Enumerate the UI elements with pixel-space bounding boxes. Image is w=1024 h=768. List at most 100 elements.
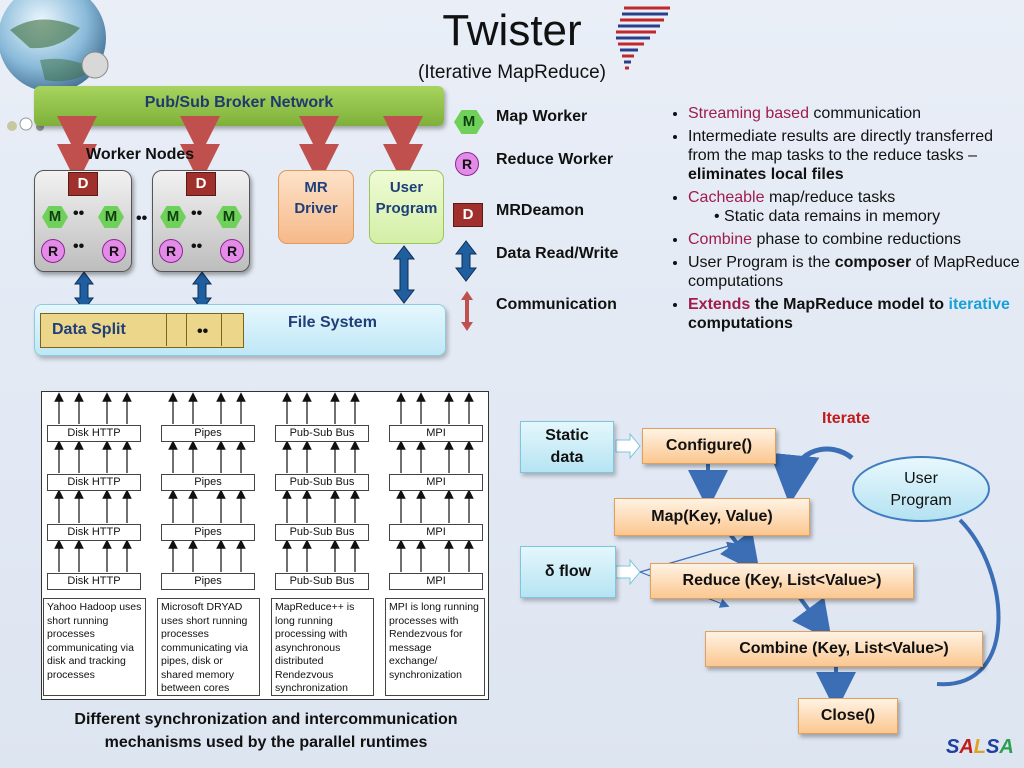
- split-divider: [186, 313, 187, 346]
- ellipsis: ••: [191, 205, 203, 222]
- runtime-description: Yahoo Hadoop uses short running processe…: [43, 598, 146, 696]
- reduce-worker-icon: R: [220, 239, 244, 263]
- mrdaemon-icon: D: [453, 203, 483, 227]
- legend-data-read-write: Data Read/Write: [496, 245, 619, 262]
- highlight-text: Cacheable: [688, 189, 765, 206]
- runtime-box: MPI: [389, 573, 483, 590]
- loop-return: [936, 518, 1001, 687]
- caption-line2: mechanisms used by the parallel runtimes: [104, 734, 428, 751]
- user-program-oval: User Program: [852, 456, 990, 522]
- tornado-logo-icon: [616, 6, 670, 70]
- data-split-box: [40, 313, 244, 348]
- ellipsis: ••: [73, 205, 85, 222]
- delta-flow-box: δ flow: [520, 546, 616, 598]
- bullet-text: of MapReduce computations: [688, 254, 1020, 290]
- runtime-box: MPI: [389, 425, 483, 442]
- runtime-box: Pipes: [161, 474, 255, 491]
- double-arrow-red-icon: [461, 291, 473, 331]
- highlight-text: Combine: [688, 231, 753, 248]
- logo-letter: L: [973, 736, 987, 758]
- runtime-box: Pipes: [161, 524, 255, 541]
- reduce-worker-icon: R: [455, 152, 479, 176]
- salsa-logo: SALSA: [946, 736, 1014, 759]
- reduce-worker-icon: R: [102, 239, 126, 263]
- configure-step: Configure(): [642, 428, 776, 464]
- static-data-line2: data: [550, 449, 584, 466]
- bold-text: computations: [688, 315, 793, 332]
- runtime-box: MPI: [389, 524, 483, 541]
- mrdaemon-icon: D: [186, 172, 216, 196]
- ellipsis: ••: [197, 323, 209, 340]
- highlight-text: Extends: [688, 296, 751, 313]
- loop-iterate-arrow: [769, 446, 854, 505]
- reduce-step: Reduce (Key, List<Value>): [650, 563, 914, 599]
- arrow-map-reduce: [720, 530, 760, 574]
- feature-list: Streaming based communication Intermedia…: [650, 104, 1020, 337]
- logo-letter: S: [986, 736, 1000, 758]
- file-system-label: File System: [288, 314, 377, 331]
- map-worker-icon: M: [42, 206, 68, 228]
- user-program-line2: Program: [375, 200, 438, 217]
- bullet-intermediate: Intermediate results are directly transf…: [688, 127, 1020, 184]
- runtime-arrows: [54, 392, 474, 572]
- ellipsis: ••: [136, 210, 148, 227]
- double-arrow-blue-icon: [455, 240, 477, 282]
- map-worker-icon: M: [98, 206, 124, 228]
- runtime-description: Microsoft DRYAD uses short running proce…: [157, 598, 260, 696]
- static-data-line1: Static: [545, 427, 589, 444]
- bullet-combine: Combine phase to combine reductions: [688, 230, 1020, 249]
- runtime-box: Disk HTTP: [47, 474, 141, 491]
- close-step: Close(): [798, 698, 898, 734]
- caption-line1: Different synchronization and intercommu…: [74, 711, 458, 728]
- bullet-user-program: User Program is the composer of MapReduc…: [688, 253, 1020, 291]
- bullet-streaming: Streaming based communication: [688, 104, 1020, 123]
- runtime-box: Disk HTTP: [47, 524, 141, 541]
- pubsub-broker-network: Pub/Sub Broker Network: [34, 86, 444, 126]
- runtime-box: MPI: [389, 474, 483, 491]
- runtime-box: Pipes: [161, 425, 255, 442]
- runtime-box: Pub-Sub Bus: [275, 573, 369, 590]
- combine-step: Combine (Key, List<Value>): [705, 631, 983, 667]
- user-program-oval-line1: User: [904, 470, 938, 487]
- user-program-box: User Program: [369, 170, 444, 244]
- runtime-description: MapReduce++ is long running processing w…: [271, 598, 374, 696]
- legend-reduce-worker: Reduce Worker: [496, 151, 614, 168]
- legend-communication: Communication: [496, 296, 617, 313]
- arrow-delta-flow: [615, 558, 641, 586]
- map-worker-icon: M: [160, 206, 186, 228]
- bullet-text: communication: [808, 105, 922, 122]
- runtime-box: Pub-Sub Bus: [275, 425, 369, 442]
- logo-letter: A: [999, 736, 1014, 758]
- map-step: Map(Key, Value): [614, 498, 810, 536]
- arrow-reduce-combine: [792, 596, 832, 642]
- page-subtitle: (Iterative MapReduce): [418, 62, 606, 83]
- mrdaemon-icon: D: [68, 172, 98, 196]
- worker-nodes-label: Worker Nodes: [86, 146, 195, 163]
- highlight-text: Streaming based: [688, 105, 809, 122]
- rw-arrow-userprogram: [392, 245, 416, 304]
- bullet-text: User Program is the: [688, 254, 835, 271]
- logo-letter: S: [946, 736, 960, 758]
- reduce-worker-icon: R: [159, 239, 183, 263]
- reduce-worker-icon: R: [41, 239, 65, 263]
- legend-map-worker: Map Worker: [496, 108, 588, 125]
- mr-driver-box: MR Driver: [278, 170, 354, 244]
- bold-text: composer: [834, 254, 912, 271]
- arrow-static-data: [615, 432, 641, 460]
- page-title: Twister: [442, 6, 582, 55]
- mr-driver-line2: Driver: [294, 200, 338, 217]
- user-program-oval-line2: Program: [890, 492, 952, 509]
- runtime-box: Disk HTTP: [47, 425, 141, 442]
- runtime-box: Pub-Sub Bus: [275, 524, 369, 541]
- runtime-box: Pipes: [161, 573, 255, 590]
- static-data-box: Static data: [520, 421, 614, 473]
- communication-arrows: [57, 116, 423, 184]
- panel-caption: Different synchronization and intercommu…: [36, 708, 496, 754]
- bold-text: the MapReduce model to: [750, 296, 949, 313]
- map-worker-icon: M: [216, 206, 242, 228]
- globe-logo-icon: [0, 0, 109, 131]
- runtimes-panel: [41, 391, 489, 700]
- runtime-box: Pub-Sub Bus: [275, 474, 369, 491]
- data-split-label: Data Split: [52, 321, 126, 338]
- map-worker-icon: M: [454, 110, 484, 134]
